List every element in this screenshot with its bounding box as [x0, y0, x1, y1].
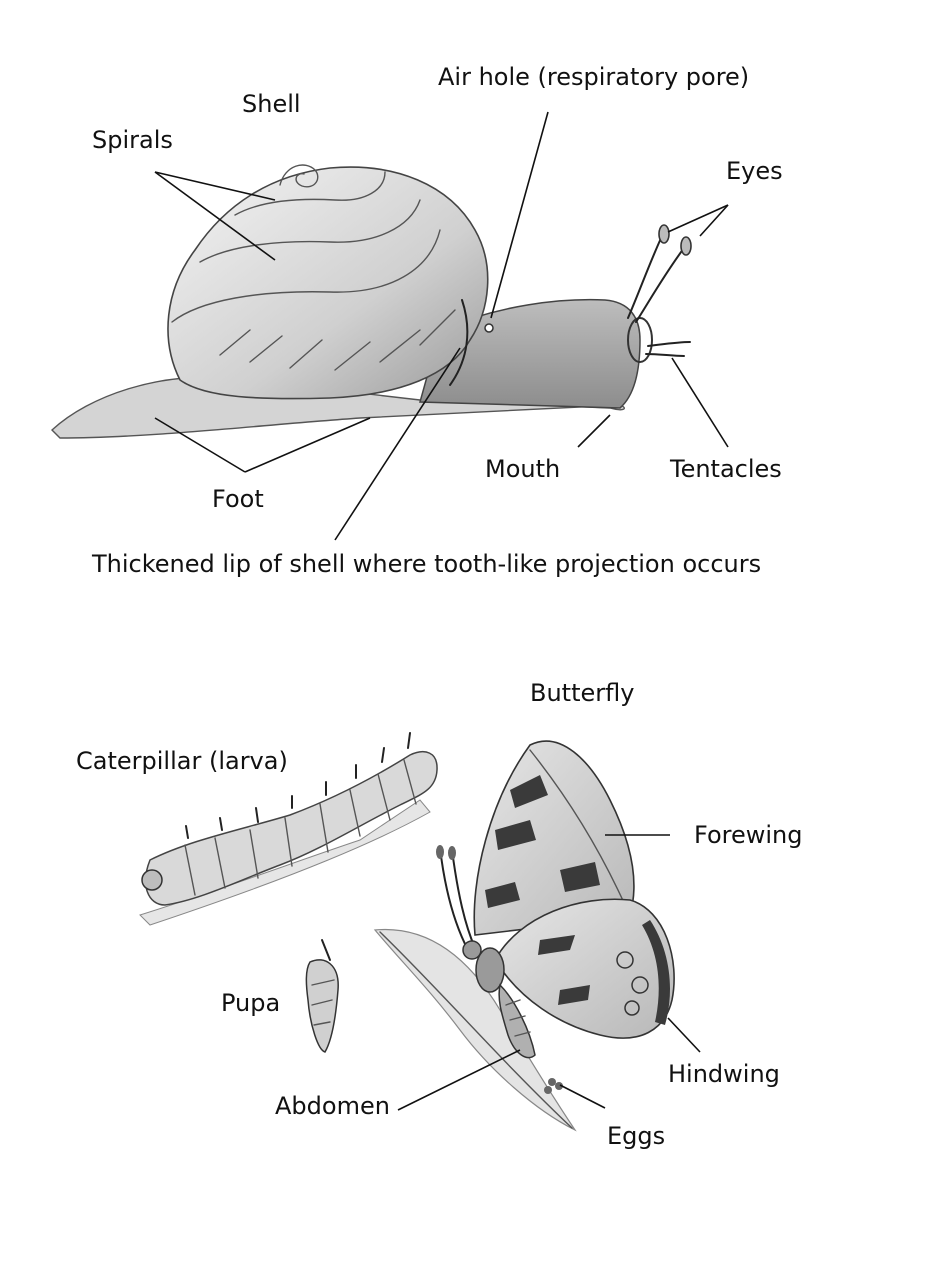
label-pupa: Pupa: [221, 989, 281, 1017]
egg-3: [544, 1086, 552, 1094]
thorax: [475, 947, 505, 993]
caterpillar-segments: [184, 759, 417, 896]
label-eyes: Eyes: [726, 157, 783, 185]
antenna-2: [451, 849, 476, 949]
hindwing-eyespot-1: [616, 951, 634, 969]
lower-tentacle-2: [645, 353, 685, 357]
forewing-edge-detail: [529, 749, 626, 906]
spirals-leader-1: [154, 171, 276, 201]
pupa-drawing: [305, 939, 339, 1053]
eyes-leader-2: [699, 204, 729, 237]
caterpillar-body: [144, 751, 438, 906]
shell-lip: [449, 299, 469, 386]
label-butterfly: Butterfly: [530, 679, 635, 707]
eye-stalk-right: [635, 247, 685, 323]
abdomen-rings: [505, 999, 531, 1037]
eyes-leader-1: [667, 204, 729, 233]
hindwing-eyespot-3: [624, 1000, 640, 1016]
mouth-leader: [577, 414, 611, 448]
hindwing-border: [642, 920, 670, 1025]
forewing-markings: [485, 775, 600, 908]
butterfly-head: [462, 940, 482, 960]
snail-head-rim: [627, 317, 653, 363]
egg-1: [548, 1078, 556, 1086]
antenna-1: [439, 847, 469, 951]
hindwing-leader: [667, 1017, 701, 1053]
leaf-vein: [379, 931, 573, 1129]
abdomen-shape: [498, 983, 536, 1059]
air-hole-leader: [490, 111, 549, 319]
spirals-leader-2: [154, 171, 276, 261]
snail-shell-shape: [167, 166, 489, 400]
shell-apex-spiral: [279, 164, 319, 188]
egg-2: [555, 1082, 563, 1090]
eye-stalk-left: [627, 235, 663, 319]
eye-right: [680, 236, 692, 256]
label-mouth: Mouth: [485, 455, 561, 483]
foot-leader-1: [154, 417, 246, 473]
tentacles-leader: [671, 357, 729, 448]
shell-whorl-2: [199, 199, 421, 263]
shell-whorl-1: [171, 229, 441, 323]
label-eggs: Eggs: [607, 1122, 666, 1150]
caterpillar-head: [141, 869, 163, 891]
label-tentacles: Tentacles: [670, 455, 782, 483]
label-shell: Shell: [242, 90, 301, 118]
label-foot: Foot: [212, 485, 264, 513]
hindwing-eyespot-2: [631, 976, 649, 994]
shell-whorl-3: [234, 171, 386, 216]
butterfly-leader-lines: [397, 834, 701, 1111]
label-hindwing: Hindwing: [668, 1060, 780, 1088]
caterpillar-drawing: [139, 732, 438, 926]
lower-tentacle-1: [647, 341, 691, 347]
snail-drawing: [50, 164, 692, 439]
label-abdomen: Abdomen: [275, 1092, 390, 1120]
foot-leader-2: [244, 417, 371, 473]
pupa-rings: [311, 979, 335, 1026]
caterpillar-spines: [185, 732, 411, 839]
antenna-tip-1: [436, 845, 444, 859]
hindwing-shape: [494, 898, 675, 1039]
abdomen-leader: [397, 1049, 521, 1111]
snail-foot-shape: [50, 376, 626, 439]
air-hole-marker: [484, 323, 494, 333]
label-forewing: Forewing: [694, 821, 803, 849]
antenna-tip-2: [448, 846, 456, 860]
eggs-leader: [559, 1084, 606, 1109]
shell-shading: [219, 309, 456, 371]
butterfly-drawing: [373, 740, 675, 1132]
eye-left: [658, 224, 670, 244]
label-air-hole: Air hole (respiratory pore): [438, 63, 750, 91]
pupa-stalk: [321, 939, 331, 961]
label-caterpillar: Caterpillar (larva): [76, 747, 288, 775]
snail-leader-lines: [154, 111, 729, 541]
pupa-shape: [305, 959, 339, 1053]
thickened-lip-leader: [334, 347, 461, 541]
hindwing-markings: [538, 935, 590, 1005]
label-thickened-lip: Thickened lip of shell where tooth-like …: [92, 550, 762, 578]
label-spirals: Spirals: [92, 126, 173, 154]
